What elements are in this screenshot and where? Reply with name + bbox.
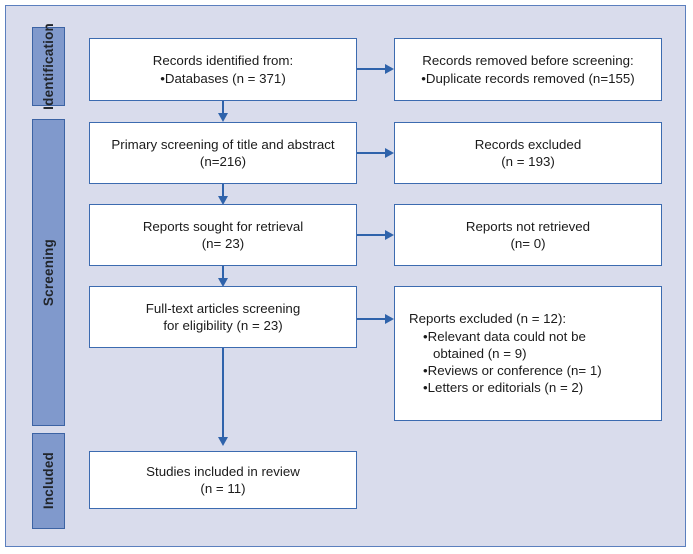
connector-fulltext-to-excluded-arrowhead (385, 314, 394, 324)
reports-excluded-reason-1-cont: obtained (n = 9) (433, 345, 527, 361)
connector-identified-to-removed-arrowhead (385, 64, 394, 74)
records-removed-line-2: •Duplicate records removed (n=155) (421, 70, 635, 86)
stage-label-screening: Screening (32, 119, 65, 426)
reports-excluded-reason-2: •Reviews or conference (n= 1) (423, 363, 602, 379)
fulltext-screening-line-2: for eligibility (n = 23) (163, 318, 283, 333)
reports-excluded-reason-3: •Letters or editorials (n = 2) (423, 380, 584, 396)
connector-fulltext-to-included-arrowhead (218, 437, 228, 446)
connector-fulltext-to-excluded (357, 318, 385, 320)
connector-sought-to-not-retrieved (357, 234, 385, 236)
reports-not-retrieved-line-1: Reports not retrieved (465, 218, 591, 234)
diagram-panel: Identification Screening Included Record… (5, 5, 686, 547)
box-fulltext-screening: Full-text articles screening for eligibi… (89, 286, 357, 348)
fulltext-screening-line-1: Full-text articles screening (145, 300, 301, 316)
box-reports-sought: Reports sought for retrieval (n= 23) (89, 204, 357, 266)
records-excluded-line-2: (n = 193) (501, 154, 555, 169)
box-records-excluded: Records excluded (n = 193) (394, 122, 662, 184)
reports-not-retrieved-line-2: (n= 0) (510, 236, 546, 251)
connector-sought-to-fulltext (222, 266, 224, 279)
connector-identified-to-primary (222, 101, 224, 114)
box-records-identified: Records identified from: •Databases (n =… (89, 38, 357, 101)
records-identified-line-1: Records identified from: (152, 53, 294, 69)
box-records-removed: Records removed before screening: •Dupli… (394, 38, 662, 101)
box-reports-not-retrieved: Reports not retrieved (n= 0) (394, 204, 662, 266)
connector-identified-to-removed (357, 68, 385, 70)
reports-sought-line-1: Reports sought for retrieval (142, 218, 304, 234)
reports-excluded-line-1: Reports excluded (n = 12): (409, 311, 567, 327)
stage-label-identification-text: Identification (41, 23, 56, 110)
records-identified-line-2: •Databases (n = 371) (160, 70, 286, 86)
reports-sought-line-2: (n= 23) (201, 236, 245, 251)
studies-included-line-1: Studies included in review (146, 463, 300, 479)
stage-label-included-text: Included (41, 452, 56, 510)
studies-included-line-2: (n = 11) (200, 481, 246, 496)
primary-screening-line-2: (n=216) (199, 154, 247, 169)
records-removed-line-1: Records removed before screening: (422, 53, 634, 69)
connector-primary-to-excluded-arrowhead (385, 148, 394, 158)
connector-primary-to-excluded (357, 152, 385, 154)
connector-sought-to-fulltext-arrowhead (218, 278, 228, 287)
box-primary-screening: Primary screening of title and abstract … (89, 122, 357, 184)
connector-primary-to-sought-arrowhead (218, 196, 228, 205)
connector-sought-to-not-retrieved-arrowhead (385, 230, 394, 240)
records-excluded-line-1: Records excluded (474, 136, 582, 152)
connector-fulltext-to-included (222, 348, 224, 438)
box-reports-excluded: Reports excluded (n = 12): •Relevant dat… (394, 286, 662, 421)
connector-identified-to-primary-arrowhead (218, 113, 228, 122)
connector-primary-to-sought (222, 184, 224, 197)
stage-label-included: Included (32, 433, 65, 529)
stage-label-identification: Identification (32, 23, 65, 110)
reports-excluded-reason-1: •Relevant data could not be (423, 328, 586, 344)
box-studies-included: Studies included in review (n = 11) (89, 451, 357, 509)
primary-screening-line-1: Primary screening of title and abstract (111, 136, 335, 152)
stage-label-screening-text: Screening (41, 238, 56, 307)
